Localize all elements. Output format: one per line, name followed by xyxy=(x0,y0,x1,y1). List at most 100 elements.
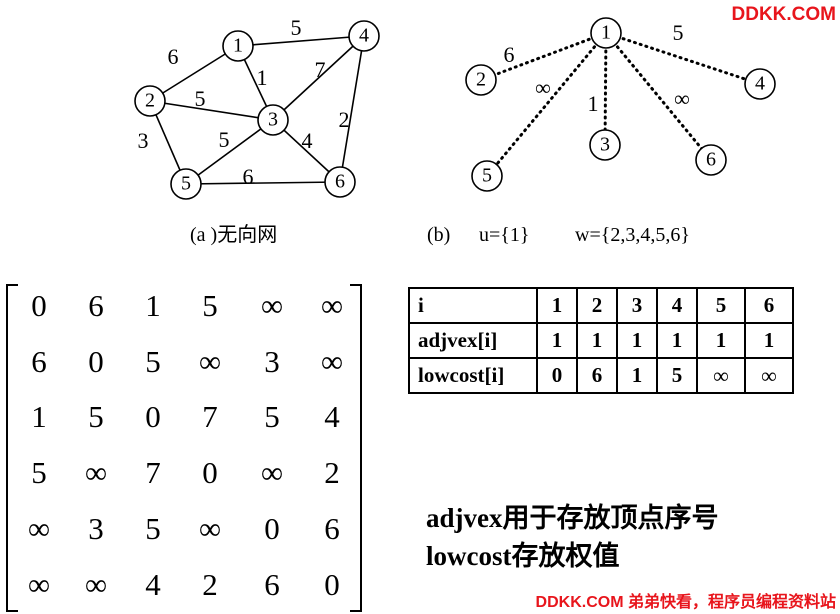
table-cell: 1 xyxy=(536,287,578,324)
table-cell: 1 xyxy=(696,322,746,359)
matrix-cell: 6 xyxy=(324,510,340,546)
table-cell: 6 xyxy=(744,287,794,324)
graph-a-edge-weight: 3 xyxy=(138,128,149,153)
graph-a-edge-weight: 2 xyxy=(339,107,350,132)
graph-b-caption-label: (b) xyxy=(427,224,450,246)
graph-a-edge xyxy=(185,119,274,185)
table-cell: ∞ xyxy=(696,357,746,394)
table-cell: 1 xyxy=(744,322,794,359)
matrix-cell: 0 xyxy=(88,343,104,379)
graph-a-node xyxy=(222,30,254,62)
table-cell: 0 xyxy=(536,357,578,394)
table-cell: 1 xyxy=(656,322,698,359)
graph-a-node-label: 5 xyxy=(181,173,191,195)
graph-b-edge xyxy=(604,31,713,162)
graph-b-node-label: 4 xyxy=(755,73,765,95)
matrix-cell: 5 xyxy=(145,510,161,546)
graph-b-node xyxy=(695,144,727,176)
table-cell: ∞ xyxy=(744,357,794,394)
matrix-cell: 5 xyxy=(31,455,47,491)
graph-a-edge xyxy=(339,35,365,183)
matrix-cell: 5 xyxy=(264,399,280,435)
graph-a-caption: (a )无向网 xyxy=(190,223,277,246)
table-row: adjvex[i] 1 1 1 1 1 1 xyxy=(408,322,794,359)
matrix-cell: ∞ xyxy=(260,455,284,491)
graph-b-caption-w: w={2,3,4,5,6} xyxy=(575,224,690,246)
matrix-cell: 1 xyxy=(145,288,161,323)
matrix-cell: 5 xyxy=(88,399,104,435)
graph-a-node-label: 1 xyxy=(233,35,243,57)
matrix-cell: 4 xyxy=(324,399,340,435)
graph-b-edge-weight: ∞ xyxy=(674,86,690,111)
prim-array-table: i 1 2 3 4 5 6 adjvex[i] 1 1 1 1 1 1 lowc… xyxy=(408,287,794,394)
row-head-adjvex: adjvex[i] xyxy=(408,322,538,359)
graph-b-node-label: 3 xyxy=(600,134,610,156)
matrix-cell: 3 xyxy=(264,343,280,379)
graph-b-edge xyxy=(485,31,608,178)
graph-a-edge-weight: 7 xyxy=(315,57,326,82)
table-cell: 3 xyxy=(616,287,658,324)
graph-a-edge-weight: 5 xyxy=(195,86,206,111)
table-row: lowcost[i] 0 6 1 5 ∞ ∞ xyxy=(408,357,794,394)
matrix-cell: 6 xyxy=(264,566,280,602)
graph-b-edge-weight: 5 xyxy=(673,20,684,45)
graph-b-caption-u: u={1} xyxy=(479,224,529,246)
matrix-cell: ∞ xyxy=(27,566,51,602)
graph-a-node-label: 4 xyxy=(359,25,369,47)
graph-a-edge xyxy=(272,35,365,121)
watermark-top: DDKK.COM xyxy=(731,4,837,25)
matrix-cell: 2 xyxy=(324,455,340,491)
graph-b-edge-weight: 6 xyxy=(504,42,515,67)
graph-a-edge-weight: 5 xyxy=(291,15,302,40)
graph-a-edge xyxy=(149,45,239,102)
matrix-cell: 7 xyxy=(202,399,218,435)
note-lowcost: lowcost存放权值 xyxy=(426,541,620,571)
graph-a-node-label: 3 xyxy=(268,109,278,131)
note-adjvex: adjvex用于存放顶点序号 xyxy=(426,503,719,533)
graph-a-node xyxy=(170,168,202,200)
table-cell: 2 xyxy=(576,287,618,324)
table-cell: 6 xyxy=(576,357,618,394)
graph-b-node xyxy=(465,64,497,96)
graph-a-edge-weight: 5 xyxy=(219,127,230,152)
graph-b-node-label: 6 xyxy=(706,149,716,171)
matrix-cell: ∞ xyxy=(27,510,51,546)
matrix-cell: 3 xyxy=(88,510,104,546)
matrix-cell: ∞ xyxy=(198,343,222,379)
matrix-cell: 4 xyxy=(145,566,161,602)
table-cell: 1 xyxy=(536,322,578,359)
graph-a-edge-weight: 1 xyxy=(257,65,268,90)
matrix-cell: ∞ xyxy=(260,288,284,323)
graph-a-edge-weight: 4 xyxy=(302,128,313,153)
graph-b-edge-weight: 1 xyxy=(588,91,599,116)
graph-b-node-label: 1 xyxy=(601,22,611,44)
graph-b-node-label: 2 xyxy=(476,69,486,91)
matrix-cell: 5 xyxy=(202,288,218,323)
matrix-cell: ∞ xyxy=(198,510,222,546)
graph-a-node xyxy=(348,20,380,52)
matrix-left-bracket xyxy=(6,284,18,612)
graph-a-edge xyxy=(237,35,365,47)
graph-b-node xyxy=(590,17,622,49)
matrix-cell: ∞ xyxy=(84,455,108,491)
matrix-cell: 6 xyxy=(31,343,47,379)
graph-a-node xyxy=(257,104,289,136)
graph-b-edge-weight: ∞ xyxy=(535,75,551,100)
graph-a-node-label: 6 xyxy=(335,171,345,193)
row-head-lowcost: lowcost[i] xyxy=(408,357,538,394)
graph-b-node xyxy=(744,68,776,100)
graph-b-node xyxy=(471,160,503,192)
graph-a-edge-weight: 6 xyxy=(243,164,254,189)
matrix-cell: 2 xyxy=(202,566,218,602)
table-row: i 1 2 3 4 5 6 xyxy=(408,287,794,324)
table-cell: 5 xyxy=(696,287,746,324)
matrix-cell: 0 xyxy=(145,399,161,435)
matrix-cell: 6 xyxy=(88,288,104,323)
table-cell: 1 xyxy=(616,357,658,394)
graph-a-edge-weight: 6 xyxy=(168,44,179,69)
matrix-cell: 0 xyxy=(31,288,47,323)
graph-a-edge xyxy=(149,100,274,121)
